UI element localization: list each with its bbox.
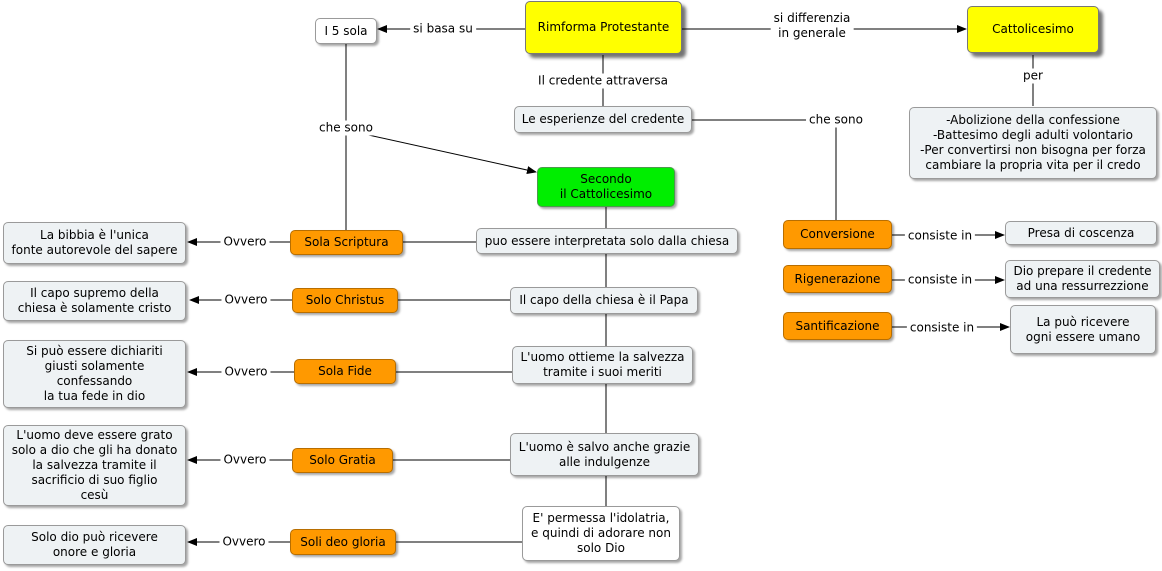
- node-indulgenze[interactable]: L'uomo è salvo anche grazie alle indulge…: [510, 433, 699, 476]
- node-bibbia[interactable]: La bibbia è l'unica fonte autorevole del…: [3, 222, 186, 264]
- node-esperienze-credente[interactable]: Le esperienze del credente: [514, 106, 692, 133]
- node-abolizione[interactable]: -Abolizione della confessione -Battesimo…: [909, 107, 1157, 179]
- node-i5sola[interactable]: I 5 sola: [315, 18, 377, 44]
- node-riforma-protestante[interactable]: Rimforma Protestante: [525, 1, 682, 54]
- node-conversione[interactable]: Conversione: [783, 220, 892, 249]
- label-ovvero-1: Ovvero: [220, 234, 270, 250]
- node-sola-fide[interactable]: Sola Fide: [294, 359, 396, 384]
- node-papa[interactable]: Il capo della chiesa è il Papa: [510, 287, 698, 314]
- label-consiste-2: consiste in: [904, 272, 976, 288]
- node-cattolicesimo[interactable]: Cattolicesimo: [967, 6, 1099, 53]
- label-ovvero-5: Ovvero: [219, 534, 269, 550]
- label-ovvero-4: Ovvero: [220, 452, 270, 468]
- node-grato[interactable]: L'uomo deve essere grato solo a dio che …: [3, 425, 186, 506]
- edge-chesono-secondo: [345, 129, 537, 174]
- node-rigenerazione[interactable]: Rigenerazione: [783, 265, 892, 293]
- node-ricevere[interactable]: La può ricevere ogni essere umano: [1010, 305, 1156, 354]
- label-ovvero-2: Ovvero: [221, 292, 271, 308]
- node-sola-scriptura[interactable]: Sola Scriptura: [290, 230, 403, 255]
- node-onore[interactable]: Solo dio può ricevere onore e gloria: [3, 525, 186, 565]
- label-credente-attraversa: Il credente attraversa: [535, 73, 671, 89]
- label-che-sono-left: che sono: [316, 120, 376, 136]
- node-interpretata[interactable]: puo essere interpretata solo dalla chies…: [476, 228, 738, 254]
- node-meriti[interactable]: L'uomo ottieme la salvezza tramite i suo…: [512, 346, 693, 384]
- label-si-differenzia: si differenzia in generale: [770, 11, 854, 41]
- label-che-sono-right: che sono: [806, 112, 866, 128]
- label-ovvero-3: Ovvero: [221, 364, 271, 380]
- edge-esperienze-conversione: [692, 119, 837, 220]
- label-si-basa-su: si basa su: [410, 21, 476, 37]
- node-ressurrezione[interactable]: Dio prepare il credente ad una ressurrez…: [1005, 260, 1160, 298]
- label-consiste-3: consiste in: [906, 320, 978, 336]
- node-capo-supremo[interactable]: Il capo supremo della chiesa è solamente…: [3, 281, 186, 321]
- node-coscenza[interactable]: Presa di coscenza: [1005, 221, 1157, 245]
- node-soli-deo-gloria[interactable]: Soli deo gloria: [290, 529, 396, 555]
- node-santificazione[interactable]: Santificazione: [783, 312, 892, 340]
- node-secondo-cattolicesimo[interactable]: Secondo il Cattolicesimo: [537, 167, 675, 207]
- label-consiste-1: consiste in: [904, 228, 976, 244]
- node-idolatria[interactable]: E' permessa l'idolatria, e quindi di ado…: [522, 506, 680, 561]
- node-solo-gratia[interactable]: Solo Gratia: [292, 448, 393, 473]
- node-dichiariti[interactable]: Si può essere dichiariti giusti solament…: [3, 340, 186, 408]
- node-solo-christus[interactable]: Solo Christus: [292, 288, 398, 313]
- label-per: per: [1020, 68, 1046, 84]
